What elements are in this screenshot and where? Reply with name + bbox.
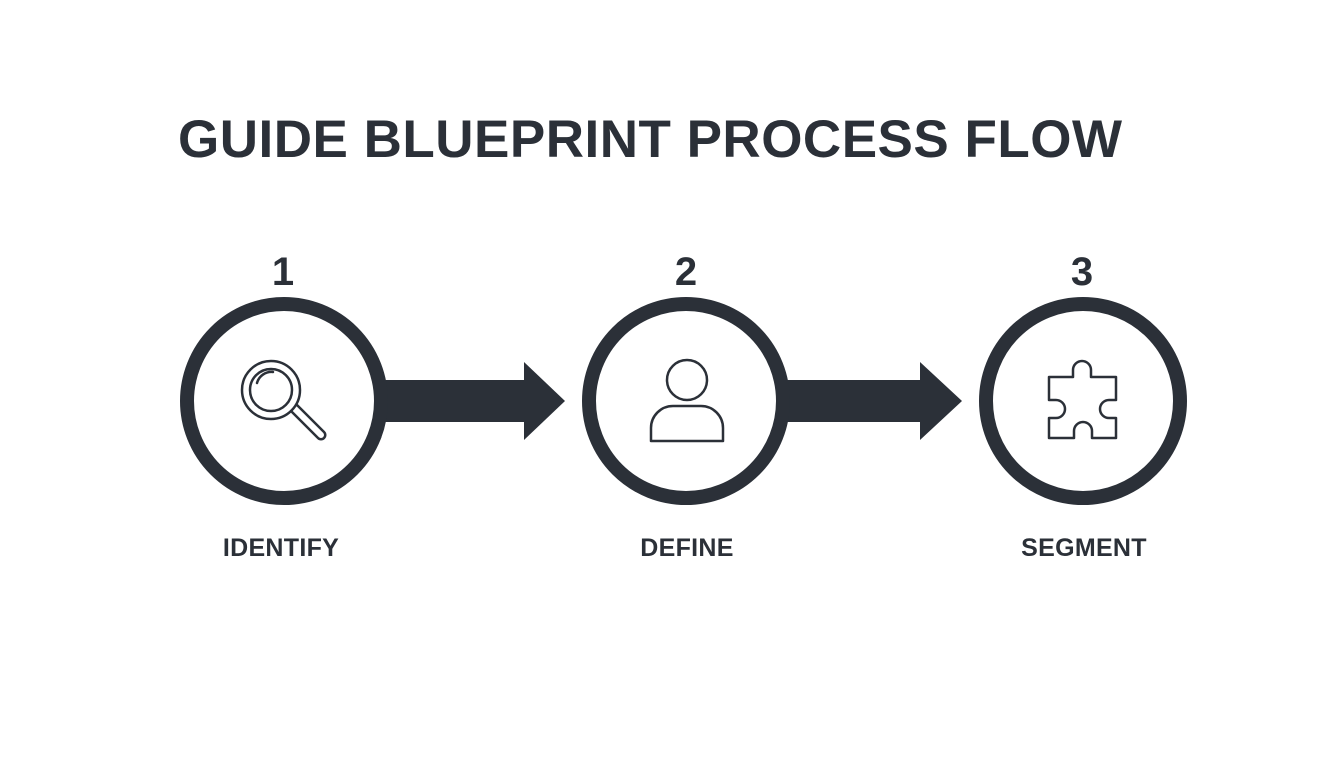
diagram-title: GUIDE BLUEPRINT PROCESS FLOW bbox=[178, 110, 1123, 169]
step-3-number: 3 bbox=[1070, 250, 1094, 294]
step-3-circle bbox=[979, 297, 1187, 505]
step-2-number: 2 bbox=[674, 250, 698, 294]
puzzle-piece-icon bbox=[1047, 359, 1118, 440]
step-3-label: SEGMENT bbox=[1021, 534, 1147, 562]
magnifying-glass-icon bbox=[240, 359, 327, 441]
step-1-number: 1 bbox=[271, 250, 295, 294]
step-1-label: IDENTIFY bbox=[222, 534, 340, 562]
user-icon bbox=[649, 358, 725, 443]
step-1-circle bbox=[180, 297, 388, 505]
arrow-connector-1-2 bbox=[370, 362, 565, 440]
step-2-label: DEFINE bbox=[640, 534, 734, 562]
arrow-connector-2-3 bbox=[775, 362, 962, 440]
